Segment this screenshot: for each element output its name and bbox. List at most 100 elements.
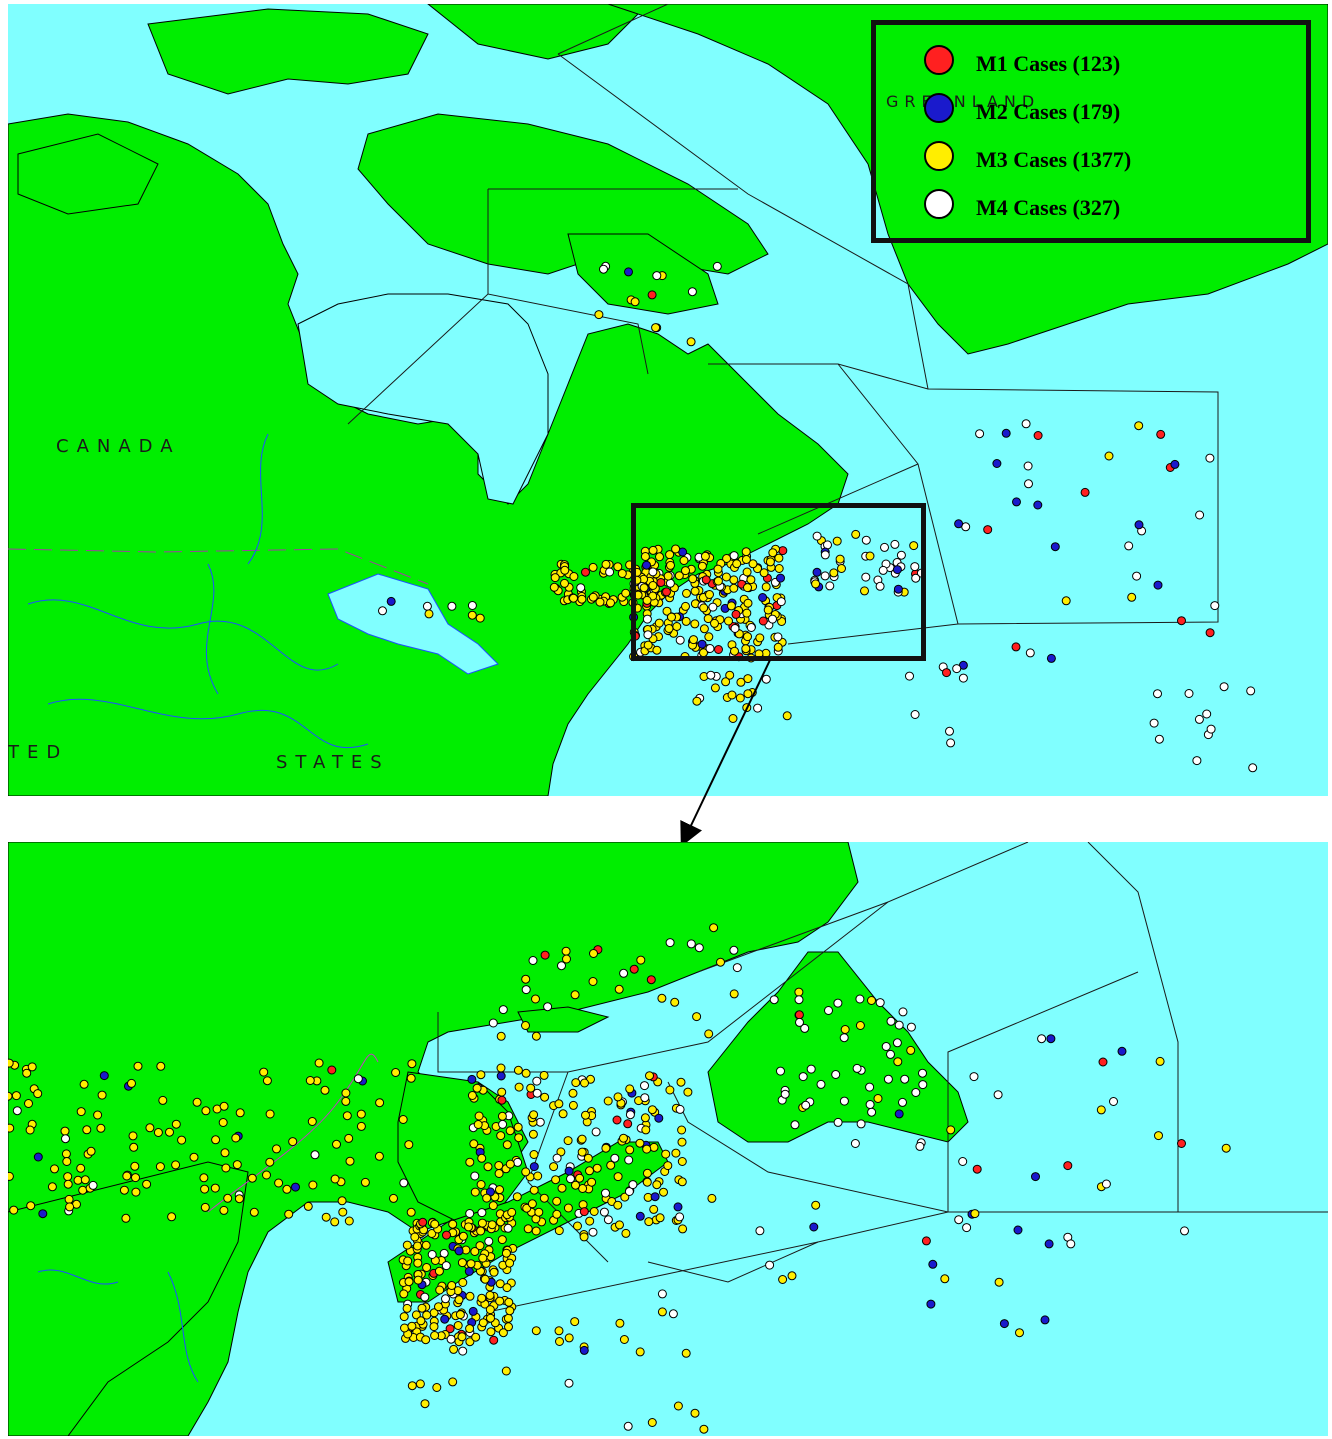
case-marker <box>743 632 752 642</box>
case-marker <box>674 571 684 581</box>
case-marker <box>886 1049 895 1059</box>
case-marker <box>523 1224 533 1234</box>
case-marker <box>890 539 900 549</box>
case-marker <box>63 1172 73 1182</box>
case-marker <box>505 1159 515 1169</box>
case-marker <box>76 1163 86 1173</box>
case-marker <box>675 1104 685 1114</box>
case-marker <box>1011 642 1021 652</box>
case-marker <box>659 1187 668 1197</box>
case-marker <box>422 1310 432 1320</box>
case-marker <box>729 945 739 955</box>
case-marker <box>972 1164 982 1174</box>
case-marker <box>430 1219 440 1229</box>
case-marker <box>475 1241 485 1251</box>
case-marker <box>535 1117 545 1127</box>
case-marker <box>1117 1046 1127 1056</box>
case-marker <box>1248 763 1258 773</box>
case-marker <box>648 567 658 577</box>
case-marker <box>33 1089 43 1099</box>
case-marker <box>131 1187 141 1197</box>
case-marker <box>430 1331 440 1340</box>
case-marker <box>833 998 843 1008</box>
case-marker <box>454 1246 464 1256</box>
case-marker <box>820 550 830 560</box>
case-marker <box>681 616 691 626</box>
case-marker <box>1149 718 1159 728</box>
case-marker <box>480 1274 490 1284</box>
case-marker <box>532 1076 542 1086</box>
case-marker <box>1155 1056 1165 1066</box>
case-marker <box>672 622 682 631</box>
case-marker <box>736 677 746 687</box>
case-marker <box>615 1318 625 1328</box>
case-marker <box>769 995 779 1005</box>
case-marker <box>592 1163 602 1173</box>
case-marker <box>601 1143 611 1153</box>
case-marker <box>64 1194 74 1204</box>
case-marker <box>1037 1034 1047 1044</box>
case-marker <box>855 994 865 1004</box>
rivers <box>27 433 369 749</box>
case-marker <box>662 587 671 597</box>
case-marker <box>455 1310 465 1320</box>
case-marker <box>411 1310 421 1320</box>
case-marker <box>677 1137 687 1147</box>
case-marker <box>585 1166 594 1176</box>
case-marker <box>496 1131 506 1141</box>
case-marker <box>543 1002 553 1012</box>
case-marker <box>765 557 775 567</box>
case-marker <box>427 1229 437 1238</box>
detail-case-markers <box>8 923 1231 1434</box>
case-marker <box>661 1149 671 1159</box>
case-marker <box>1098 1057 1108 1067</box>
case-marker <box>549 582 559 592</box>
case-marker <box>464 1222 473 1232</box>
case-marker <box>657 1307 667 1317</box>
case-marker <box>1015 1328 1024 1338</box>
case-marker <box>485 1305 495 1315</box>
case-marker <box>465 1324 475 1334</box>
case-marker <box>758 616 768 626</box>
case-marker <box>478 1318 488 1328</box>
case-marker <box>235 1108 245 1118</box>
case-marker <box>489 1267 499 1277</box>
case-marker <box>588 562 598 572</box>
case-marker <box>303 1201 313 1211</box>
case-marker <box>743 583 752 593</box>
case-marker <box>623 1421 633 1431</box>
case-marker <box>621 1228 631 1238</box>
case-marker <box>156 1061 166 1071</box>
case-marker <box>873 1094 883 1103</box>
case-marker <box>341 1088 351 1098</box>
case-marker <box>308 1180 318 1190</box>
case-marker <box>155 1162 165 1172</box>
case-marker <box>562 954 571 964</box>
case-marker <box>606 598 615 608</box>
case-marker <box>470 1171 480 1181</box>
case-marker <box>446 1334 456 1344</box>
case-marker <box>639 583 649 593</box>
label-canada: CANADA <box>56 436 181 457</box>
case-marker <box>505 1306 515 1316</box>
case-marker <box>635 1347 645 1357</box>
case-marker <box>579 1207 589 1217</box>
case-marker <box>860 586 869 596</box>
case-marker <box>26 1201 36 1211</box>
case-marker <box>539 1193 549 1203</box>
case-marker <box>865 1082 875 1092</box>
case-marker <box>992 459 1002 468</box>
case-marker <box>946 1125 956 1135</box>
case-marker <box>171 1160 181 1170</box>
case-marker <box>753 703 763 713</box>
case-marker <box>603 1215 613 1225</box>
case-marker <box>678 1224 688 1234</box>
case-marker <box>595 597 605 607</box>
case-marker <box>649 1204 659 1214</box>
case-marker <box>683 1087 693 1097</box>
case-marker <box>24 1099 33 1108</box>
case-marker <box>521 1021 530 1030</box>
case-marker <box>665 1085 675 1095</box>
case-marker <box>746 575 756 585</box>
